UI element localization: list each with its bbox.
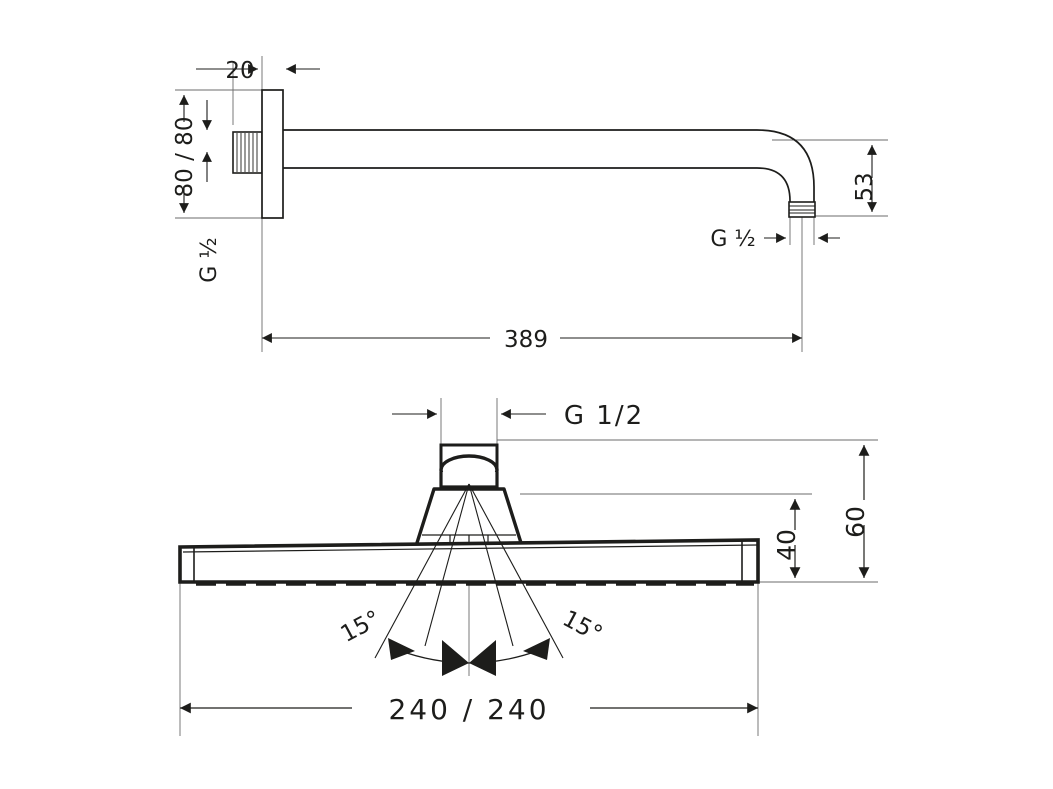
dimension-40: 40 [772, 499, 801, 578]
dimension-389: 389 [262, 327, 802, 353]
dimension-60: 60 [841, 445, 870, 578]
head-cone-base [414, 487, 524, 548]
dimension-53: 53 [852, 145, 878, 212]
shower-arm-side-view: 20 80 / 80 G ½ [172, 56, 888, 353]
label-thread-outlet: G ½ [710, 227, 840, 252]
dimension-label-40: 40 [772, 529, 801, 561]
dimension-label-80-80: 80 / 80 [172, 117, 198, 198]
dimension-label-g-half-left: G ½ [197, 237, 222, 282]
dimension-label-g-half-right: G ½ [710, 227, 755, 252]
spray-cone-lines [374, 483, 564, 659]
shower-arm-body [283, 129, 815, 203]
dimension-label-240-240: 240 / 240 [388, 693, 549, 726]
head-inlet-connector [439, 443, 499, 489]
arm-outlet-thread [788, 201, 816, 218]
dimension-240-240: 240 / 240 [180, 693, 758, 726]
dimension-thread-inlet: G 1/2 [392, 401, 644, 431]
dimension-angle-15: 15° 15° [337, 606, 606, 676]
dimension-label-60: 60 [841, 506, 870, 538]
dimension-label-53: 53 [852, 172, 878, 201]
dimension-label-15-left: 15° [337, 606, 385, 648]
shower-head-front-view: G 1/2 [178, 398, 878, 736]
dimension-label-15-right: 15° [558, 606, 606, 648]
wall-connector-knurl [232, 131, 263, 174]
label-thread-wall: G ½ [197, 237, 222, 282]
shower-head-disc [178, 538, 760, 586]
dimension-label-389: 389 [504, 327, 548, 353]
dimension-80-80: 80 / 80 [172, 95, 212, 213]
wall-escutcheon-plate [261, 89, 284, 219]
dimension-label-g-one-half: G 1/2 [564, 401, 644, 431]
dimension-label-20: 20 [225, 58, 254, 84]
dimension-wall-plate-depth: 20 [196, 58, 320, 84]
